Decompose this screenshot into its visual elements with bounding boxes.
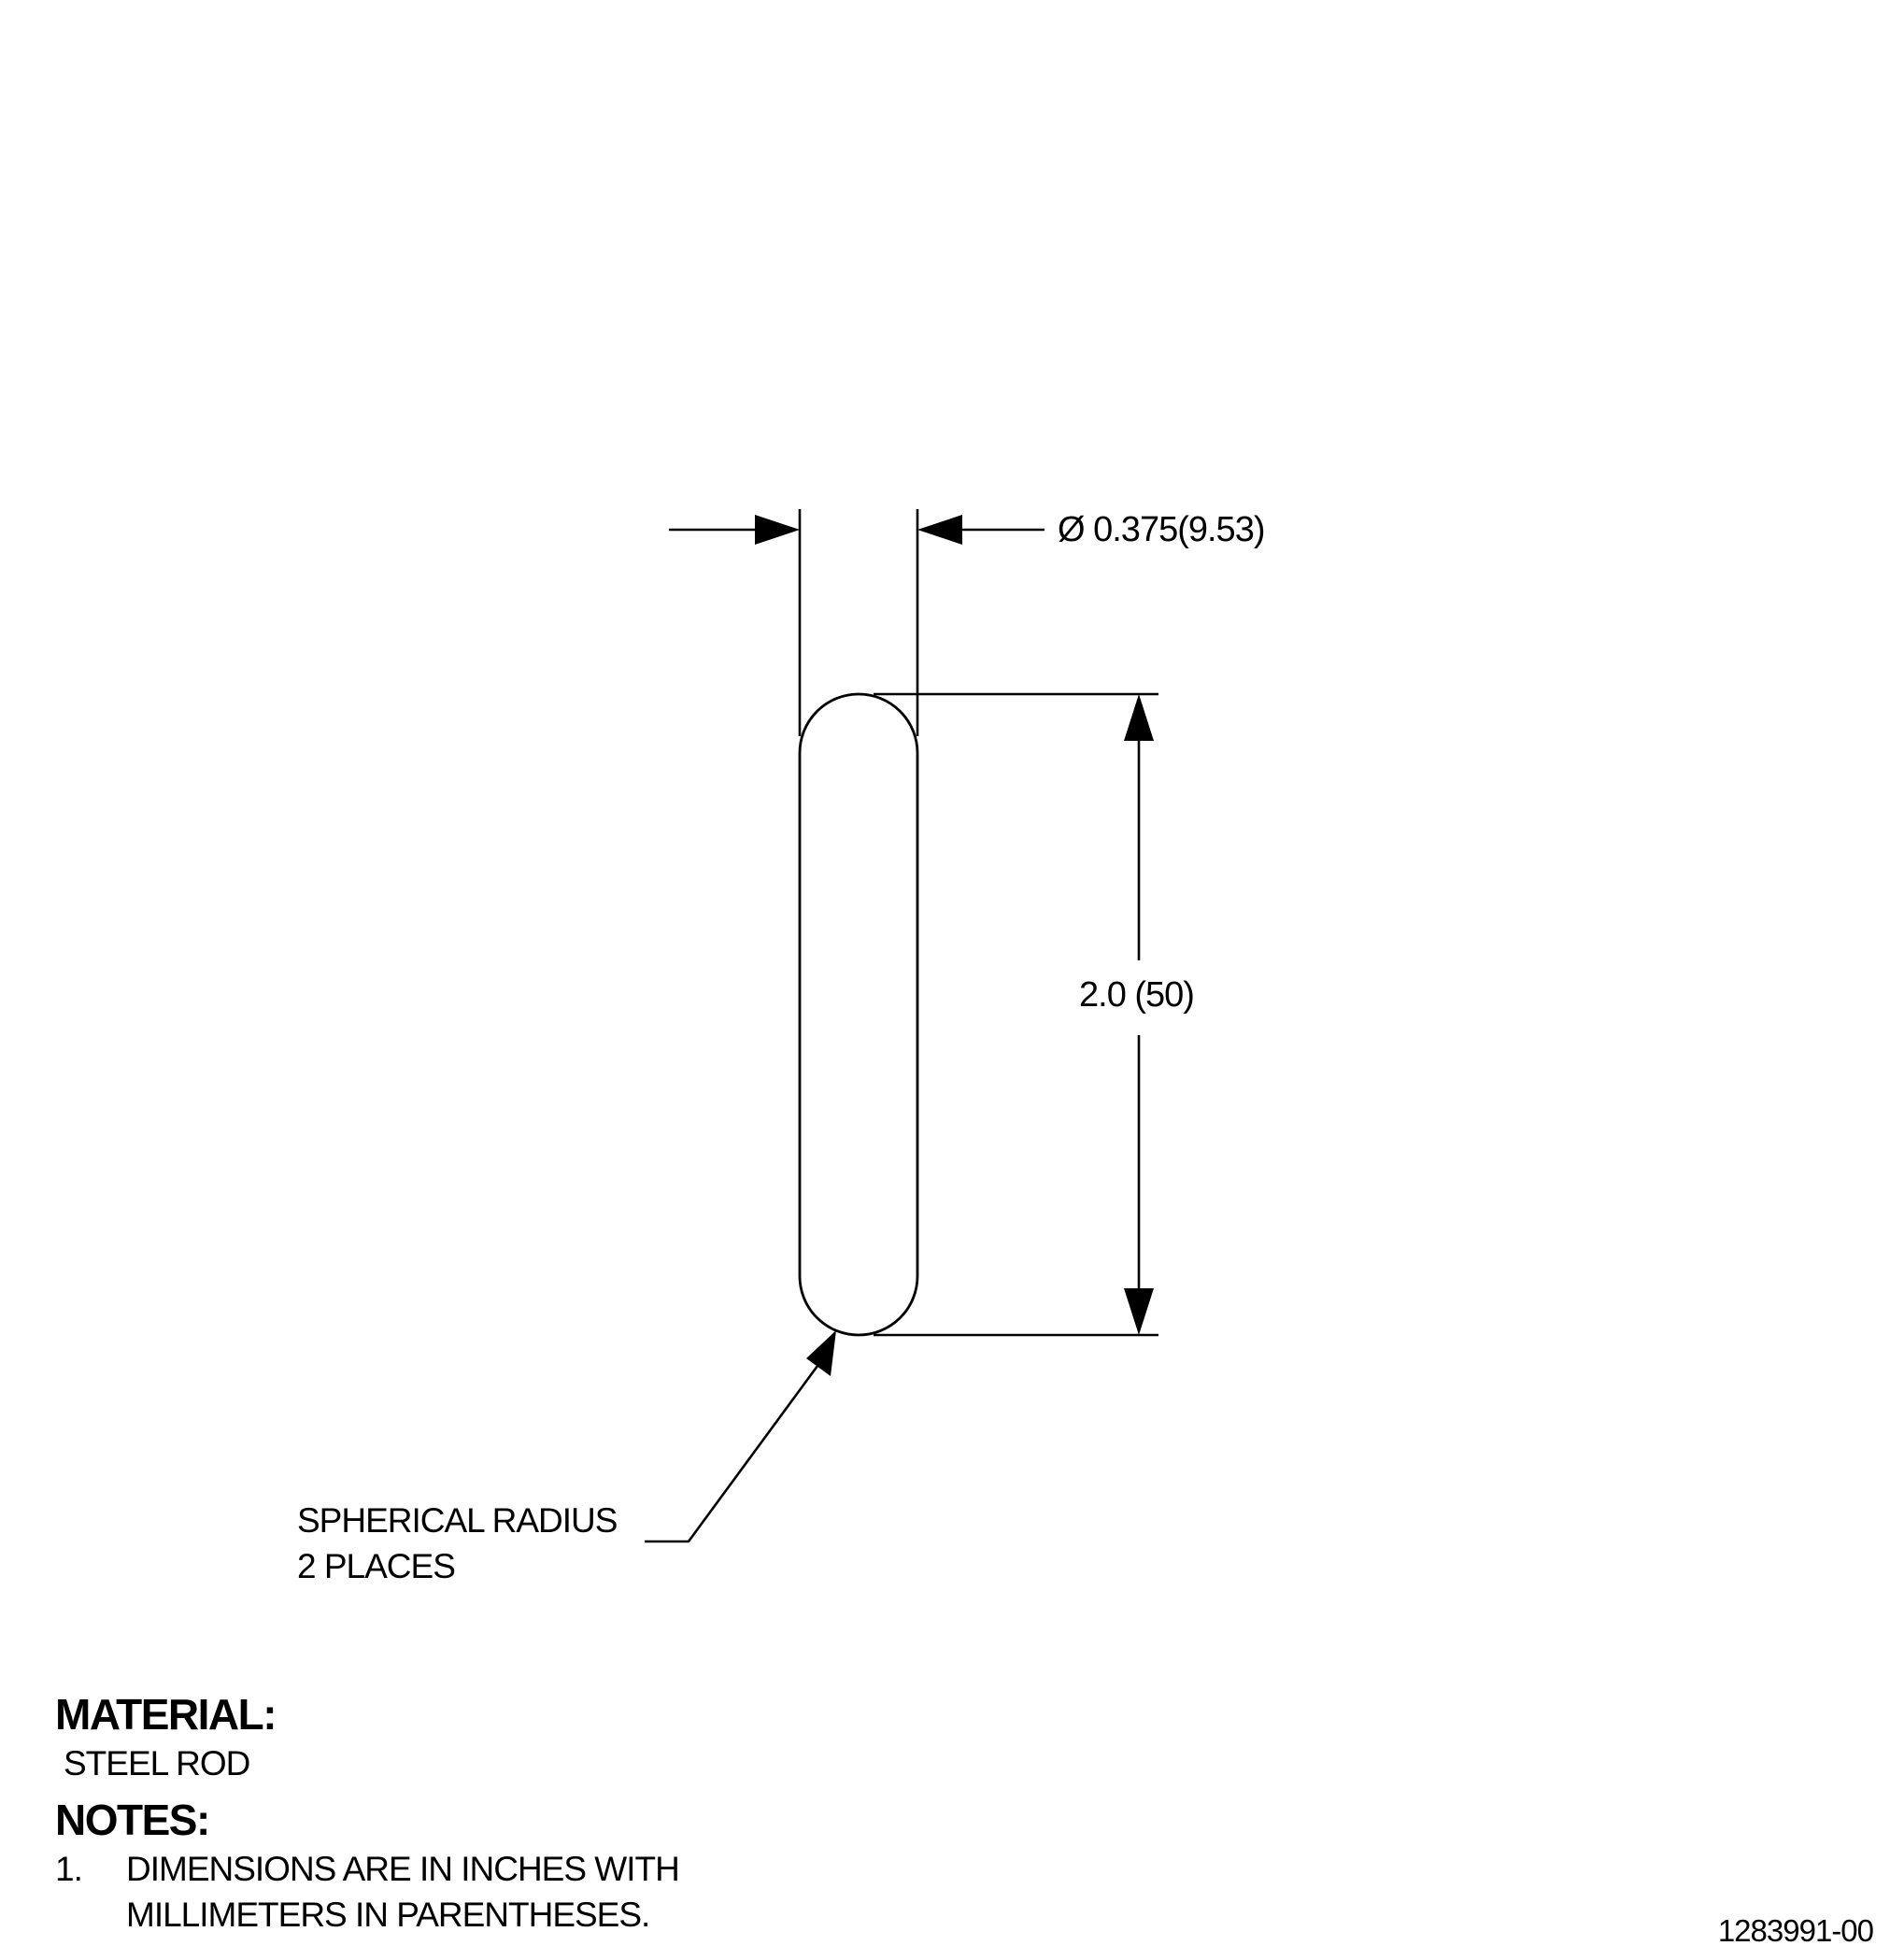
steel-rod-outline: [798, 692, 919, 1337]
diameter-arrow-left: [755, 515, 800, 545]
drawing-number: 1283991-00: [1717, 1913, 1874, 1948]
length-arrow-top: [1124, 694, 1154, 741]
material-heading: MATERIAL:: [55, 1690, 277, 1739]
length-dimension-label: 2.0 (50): [1079, 975, 1194, 1015]
material-value: STEEL ROD: [64, 1744, 250, 1782]
diameter-dimension-label: Ø 0.375(9.53): [1058, 510, 1264, 549]
callout-line-2: 2 PLACES: [297, 1547, 455, 1585]
callout-line-1: SPHERICAL RADIUS: [297, 1501, 617, 1540]
note-1-line-2: MILLIMETERS IN PARENTHESES.: [126, 1896, 650, 1934]
spherical-radius-leader: [645, 1361, 822, 1543]
notes-heading: NOTES:: [55, 1796, 210, 1844]
length-arrow-bottom: [1124, 1288, 1154, 1335]
note-1-line-1: DIMENSIONS ARE IN INCHES WITH: [126, 1850, 680, 1888]
note-number-1: 1.: [55, 1850, 83, 1888]
spherical-radius-arrow: [806, 1330, 836, 1376]
diameter-arrow-right: [917, 515, 962, 545]
